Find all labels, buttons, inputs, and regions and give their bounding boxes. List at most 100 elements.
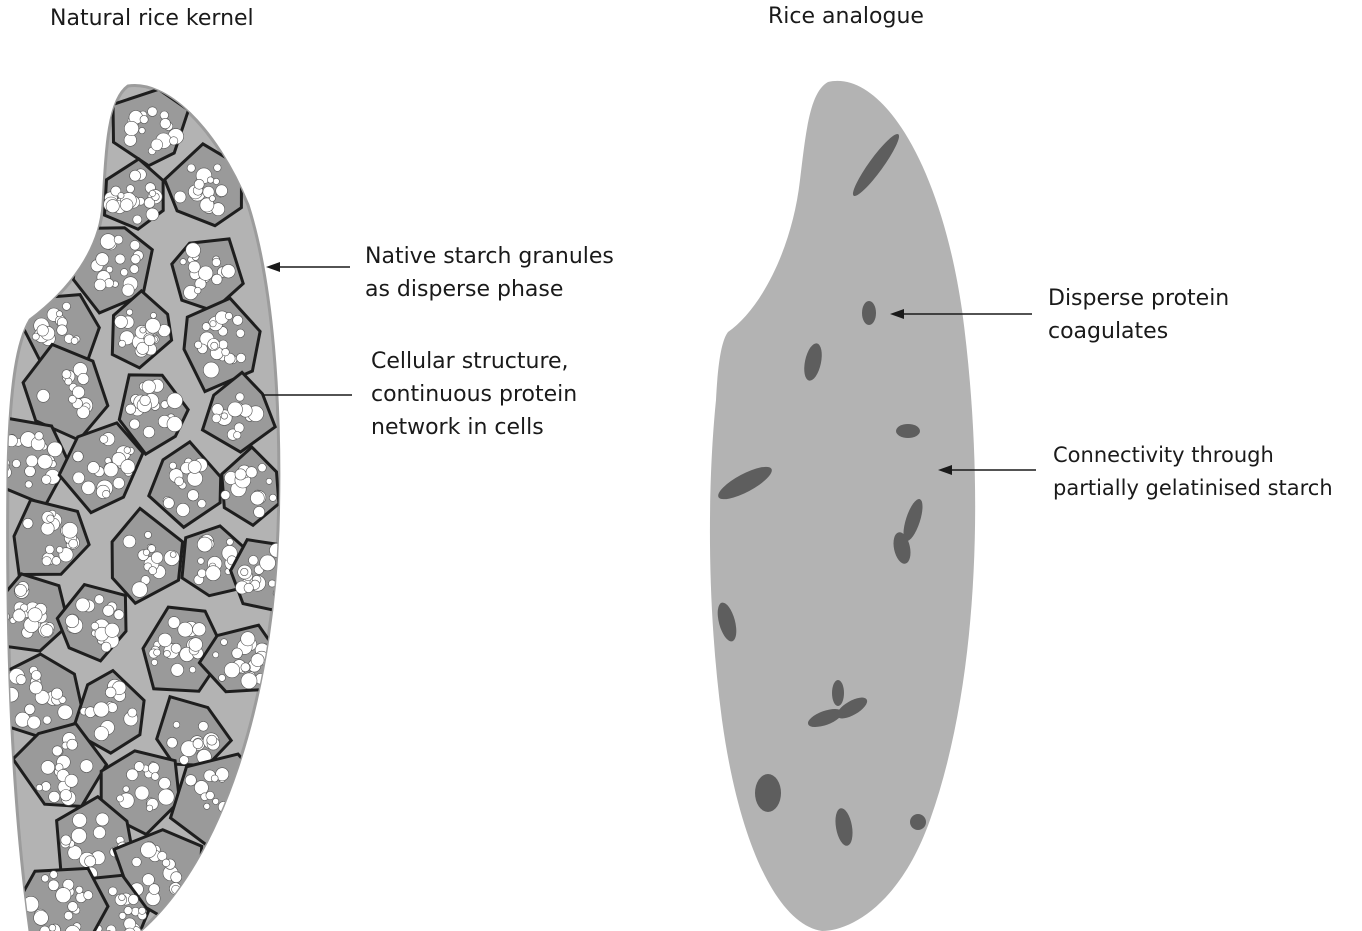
starch-granule bbox=[268, 493, 277, 502]
starch-granule bbox=[35, 783, 44, 792]
starch-granule bbox=[215, 767, 230, 782]
starch-granule bbox=[25, 454, 39, 468]
starch-granule bbox=[47, 879, 60, 891]
protein-coagulate bbox=[896, 424, 920, 438]
starch-granule bbox=[61, 522, 79, 539]
starch-granule bbox=[212, 651, 219, 659]
starch-granule bbox=[125, 403, 137, 415]
starch-granule bbox=[218, 674, 226, 682]
leader-lines bbox=[263, 262, 1036, 475]
starch-granule bbox=[94, 594, 105, 605]
starch-granule bbox=[0, 620, 7, 628]
starch-granule bbox=[83, 890, 93, 901]
label-disperse-protein: Disperse protein coagulates bbox=[1048, 282, 1229, 348]
starch-granule bbox=[105, 924, 117, 931]
protein-coagulate bbox=[903, 498, 923, 542]
starch-granule bbox=[220, 412, 228, 420]
starch-granule bbox=[224, 312, 233, 320]
starch-granule bbox=[235, 328, 245, 338]
starch-granule bbox=[24, 703, 36, 715]
starch-granule bbox=[203, 802, 211, 810]
starch-granule bbox=[140, 841, 157, 859]
starch-granule bbox=[41, 474, 52, 485]
starch-granule bbox=[220, 638, 228, 646]
starch-granule bbox=[224, 352, 236, 365]
starch-granule bbox=[60, 834, 72, 846]
starch-granule bbox=[250, 653, 265, 667]
starch-granule bbox=[265, 477, 273, 485]
starch-granule bbox=[114, 253, 126, 265]
starch-granule bbox=[87, 461, 100, 474]
starch-granule bbox=[238, 797, 247, 807]
starch-granule bbox=[142, 873, 155, 887]
starch-granule bbox=[46, 514, 55, 523]
starch-granule bbox=[236, 352, 246, 363]
label-line: Connectivity through bbox=[1053, 443, 1274, 467]
protein-coagulate bbox=[893, 532, 911, 564]
starch-granule bbox=[179, 258, 187, 266]
starch-granule bbox=[51, 687, 63, 700]
starch-granule bbox=[212, 798, 220, 805]
starch-granule bbox=[151, 772, 160, 781]
arrowhead-icon bbox=[890, 309, 904, 319]
starch-granule bbox=[99, 434, 109, 444]
label-line: as disperse phase bbox=[365, 277, 564, 302]
protein-coagulates bbox=[717, 133, 926, 846]
starch-granule bbox=[31, 332, 40, 341]
starch-granule bbox=[186, 163, 196, 173]
starch-granule bbox=[7, 687, 19, 703]
label-native-starch: Native starch granules as disperse phase bbox=[365, 240, 614, 306]
starch-granule bbox=[159, 110, 169, 120]
starch-granule bbox=[94, 726, 109, 741]
starch-granule bbox=[148, 566, 157, 575]
starch-granule bbox=[205, 565, 221, 582]
starch-granule bbox=[122, 534, 136, 549]
starch-granule bbox=[64, 925, 81, 931]
starch-granule bbox=[55, 887, 72, 904]
starch-granule bbox=[145, 318, 161, 334]
starch-granule bbox=[104, 622, 120, 638]
starch-granule bbox=[158, 777, 171, 790]
starch-granule bbox=[93, 826, 106, 839]
starch-granule bbox=[33, 910, 49, 926]
starch-granule bbox=[240, 672, 258, 690]
starch-granule bbox=[51, 745, 63, 757]
starch-granule bbox=[209, 320, 217, 328]
starch-granule bbox=[197, 557, 205, 565]
starch-granule bbox=[0, 455, 4, 461]
starch-granule bbox=[120, 459, 136, 475]
label-line: network in cells bbox=[371, 415, 544, 440]
starch-granule bbox=[41, 556, 52, 566]
starch-granule bbox=[148, 762, 160, 774]
starch-granule bbox=[173, 190, 187, 204]
label-line: Cellular structure, bbox=[371, 349, 569, 374]
starch-granule bbox=[122, 785, 130, 793]
label-line: Native starch granules bbox=[365, 244, 614, 269]
protein-coagulate bbox=[832, 680, 844, 706]
starch-granule bbox=[105, 199, 120, 214]
starch-granule bbox=[232, 314, 243, 326]
starch-granule bbox=[93, 701, 110, 718]
starch-granule bbox=[193, 179, 205, 190]
starch-granule bbox=[222, 809, 236, 823]
starch-granule bbox=[157, 851, 168, 861]
starch-granule bbox=[248, 555, 259, 566]
starch-granule bbox=[126, 184, 135, 193]
starch-granule bbox=[103, 462, 119, 478]
starch-granule bbox=[126, 308, 134, 316]
label-line: Disperse protein bbox=[1048, 286, 1230, 311]
starch-granule bbox=[211, 273, 223, 285]
starch-granule bbox=[14, 584, 27, 597]
starch-granule bbox=[138, 127, 146, 135]
starch-granule bbox=[139, 394, 151, 406]
starch-granule bbox=[162, 858, 171, 868]
starch-granule bbox=[71, 828, 87, 844]
starch-granule bbox=[185, 242, 201, 258]
starch-granule bbox=[148, 883, 160, 895]
starch-granule bbox=[34, 689, 50, 705]
starch-granule bbox=[7, 457, 10, 470]
starch-granule bbox=[24, 480, 33, 489]
starch-granule bbox=[199, 197, 215, 213]
starch-granule bbox=[42, 715, 52, 725]
starch-granule bbox=[57, 704, 73, 720]
